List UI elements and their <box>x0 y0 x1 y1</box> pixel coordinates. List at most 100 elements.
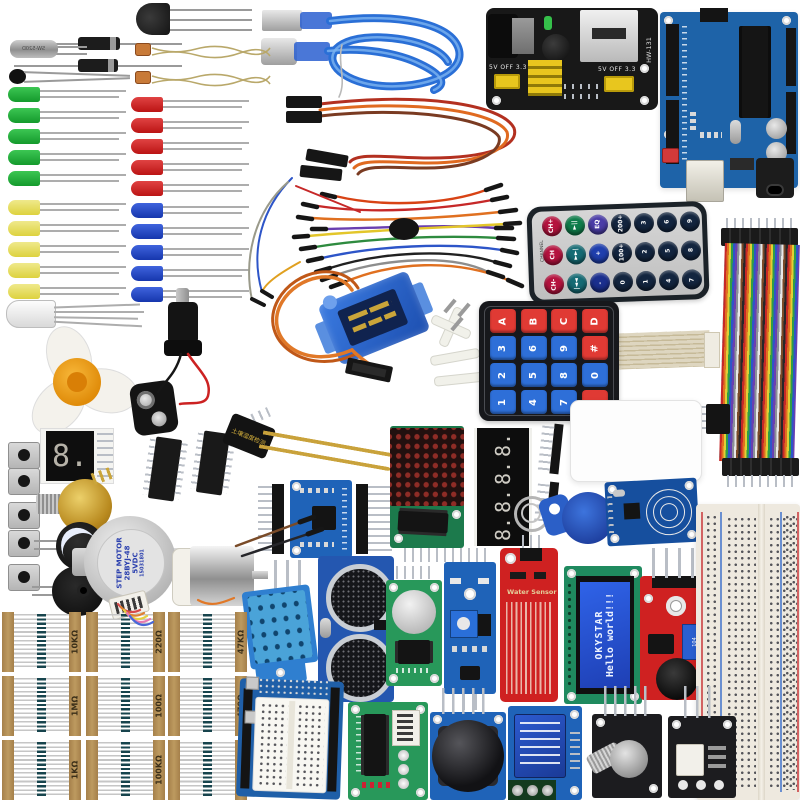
ldr-part <box>460 666 480 680</box>
analog-header <box>786 92 796 154</box>
mpu-right-header-pins <box>368 486 392 552</box>
power-right-label: 5V OFF 3.3 <box>598 66 636 73</box>
keypad-inner-border <box>484 306 614 416</box>
mount-hole <box>351 788 360 797</box>
rail-line-red <box>797 512 799 792</box>
usb-a-sheath <box>300 12 332 29</box>
key-2[interactable]: 2 <box>489 363 516 387</box>
in-labels <box>356 716 361 776</box>
mount-hole <box>430 583 439 592</box>
mount-hole <box>570 786 579 795</box>
key-8[interactable]: 8 <box>551 363 578 387</box>
key-hash[interactable]: # <box>582 336 609 360</box>
key-6[interactable]: 6 <box>520 336 547 360</box>
push-button[interactable] <box>8 502 40 529</box>
key-0[interactable]: 0 <box>582 363 609 387</box>
thermistor-bead <box>9 69 26 84</box>
led-red <box>131 97 249 112</box>
led-blue <box>131 287 249 302</box>
jumper-right <box>604 76 634 92</box>
rgb-led-lead <box>54 311 144 313</box>
led-green <box>8 108 126 123</box>
regulator <box>730 158 754 170</box>
key-1[interactable]: 1 <box>489 390 516 414</box>
jumper-left <box>494 74 520 89</box>
buzzer-lead <box>32 594 54 596</box>
potentiometer-shaft <box>36 494 64 514</box>
smd-chip <box>374 620 388 630</box>
led-red <box>131 181 249 196</box>
motor-connector <box>392 710 420 746</box>
rtc-pins <box>396 566 432 579</box>
diode-1-band <box>110 37 116 50</box>
resistor-strip-10k: 10KΩ <box>2 612 81 672</box>
matrix-face <box>390 428 464 506</box>
crystal <box>730 120 741 144</box>
push-button[interactable] <box>8 468 40 495</box>
trimpot-dial <box>457 617 470 630</box>
transistor-lead <box>168 19 252 21</box>
mount-hole <box>664 16 673 25</box>
led-yellow <box>8 284 126 299</box>
photoresistor-module <box>444 562 496 694</box>
mount-hole <box>430 674 439 683</box>
led-yellow <box>8 242 126 257</box>
mount-hole <box>389 674 398 683</box>
mount-hole <box>433 715 442 724</box>
mount-hole <box>464 588 476 600</box>
buzzer-hole <box>80 587 87 594</box>
pin-labels <box>682 26 687 164</box>
dc-barrel-plug-base <box>164 340 202 356</box>
led-blue <box>131 203 249 218</box>
key-C[interactable]: C <box>551 309 578 333</box>
arduino-usb-port <box>686 160 724 202</box>
uln2003-driver <box>348 702 428 800</box>
power-header <box>786 28 796 86</box>
smd-parts <box>452 646 488 652</box>
dc-barrel-plug-tip <box>176 288 189 304</box>
dc-motor-shaft <box>252 571 268 579</box>
key-D[interactable]: D <box>582 309 609 333</box>
key-9[interactable]: 9 <box>551 336 578 360</box>
joystick-stick <box>432 720 504 792</box>
key-A[interactable]: A <box>489 309 516 333</box>
joystick-pins <box>442 688 488 714</box>
driver-led <box>398 778 409 789</box>
push-button[interactable] <box>8 530 40 557</box>
rail-line-blue <box>780 512 782 792</box>
tilt-switch: SW-520D <box>10 40 58 58</box>
joystick-module <box>430 712 506 800</box>
transistor-lead <box>168 9 252 11</box>
silkscreen <box>342 488 347 550</box>
key-3[interactable]: 3 <box>489 336 516 360</box>
encoder-knob[interactable] <box>610 740 648 778</box>
comparator-chip <box>478 614 491 636</box>
keypad-ribbon-end <box>704 332 720 368</box>
shock-sensor-module <box>668 716 736 798</box>
jack-opening <box>766 184 784 196</box>
key-B[interactable]: B <box>520 309 547 333</box>
resistor-strip-100: 100Ω <box>86 676 165 736</box>
ldr-module-pins <box>452 548 486 564</box>
mount-hole <box>672 720 681 729</box>
key-4[interactable]: 4 <box>520 390 547 414</box>
icsp-header <box>700 8 728 22</box>
led-green <box>8 171 126 186</box>
photoresistor-2 <box>135 71 151 84</box>
smd-resistors <box>362 782 392 788</box>
terminal-screw <box>527 785 538 796</box>
led-blue <box>131 266 249 281</box>
smd-parts <box>690 112 696 130</box>
relay-block <box>514 714 566 778</box>
usb-cable <box>324 14 464 98</box>
yellow-header <box>528 60 562 96</box>
key-5[interactable]: 5 <box>520 363 547 387</box>
mount-hole <box>649 784 658 793</box>
encoder-pins <box>604 686 652 716</box>
usb-slot <box>592 28 626 39</box>
mount-hole <box>292 482 301 491</box>
mount-hole <box>640 96 649 105</box>
resistor-strip-47k: 47KΩ <box>168 612 247 672</box>
mount-hole <box>596 718 605 727</box>
